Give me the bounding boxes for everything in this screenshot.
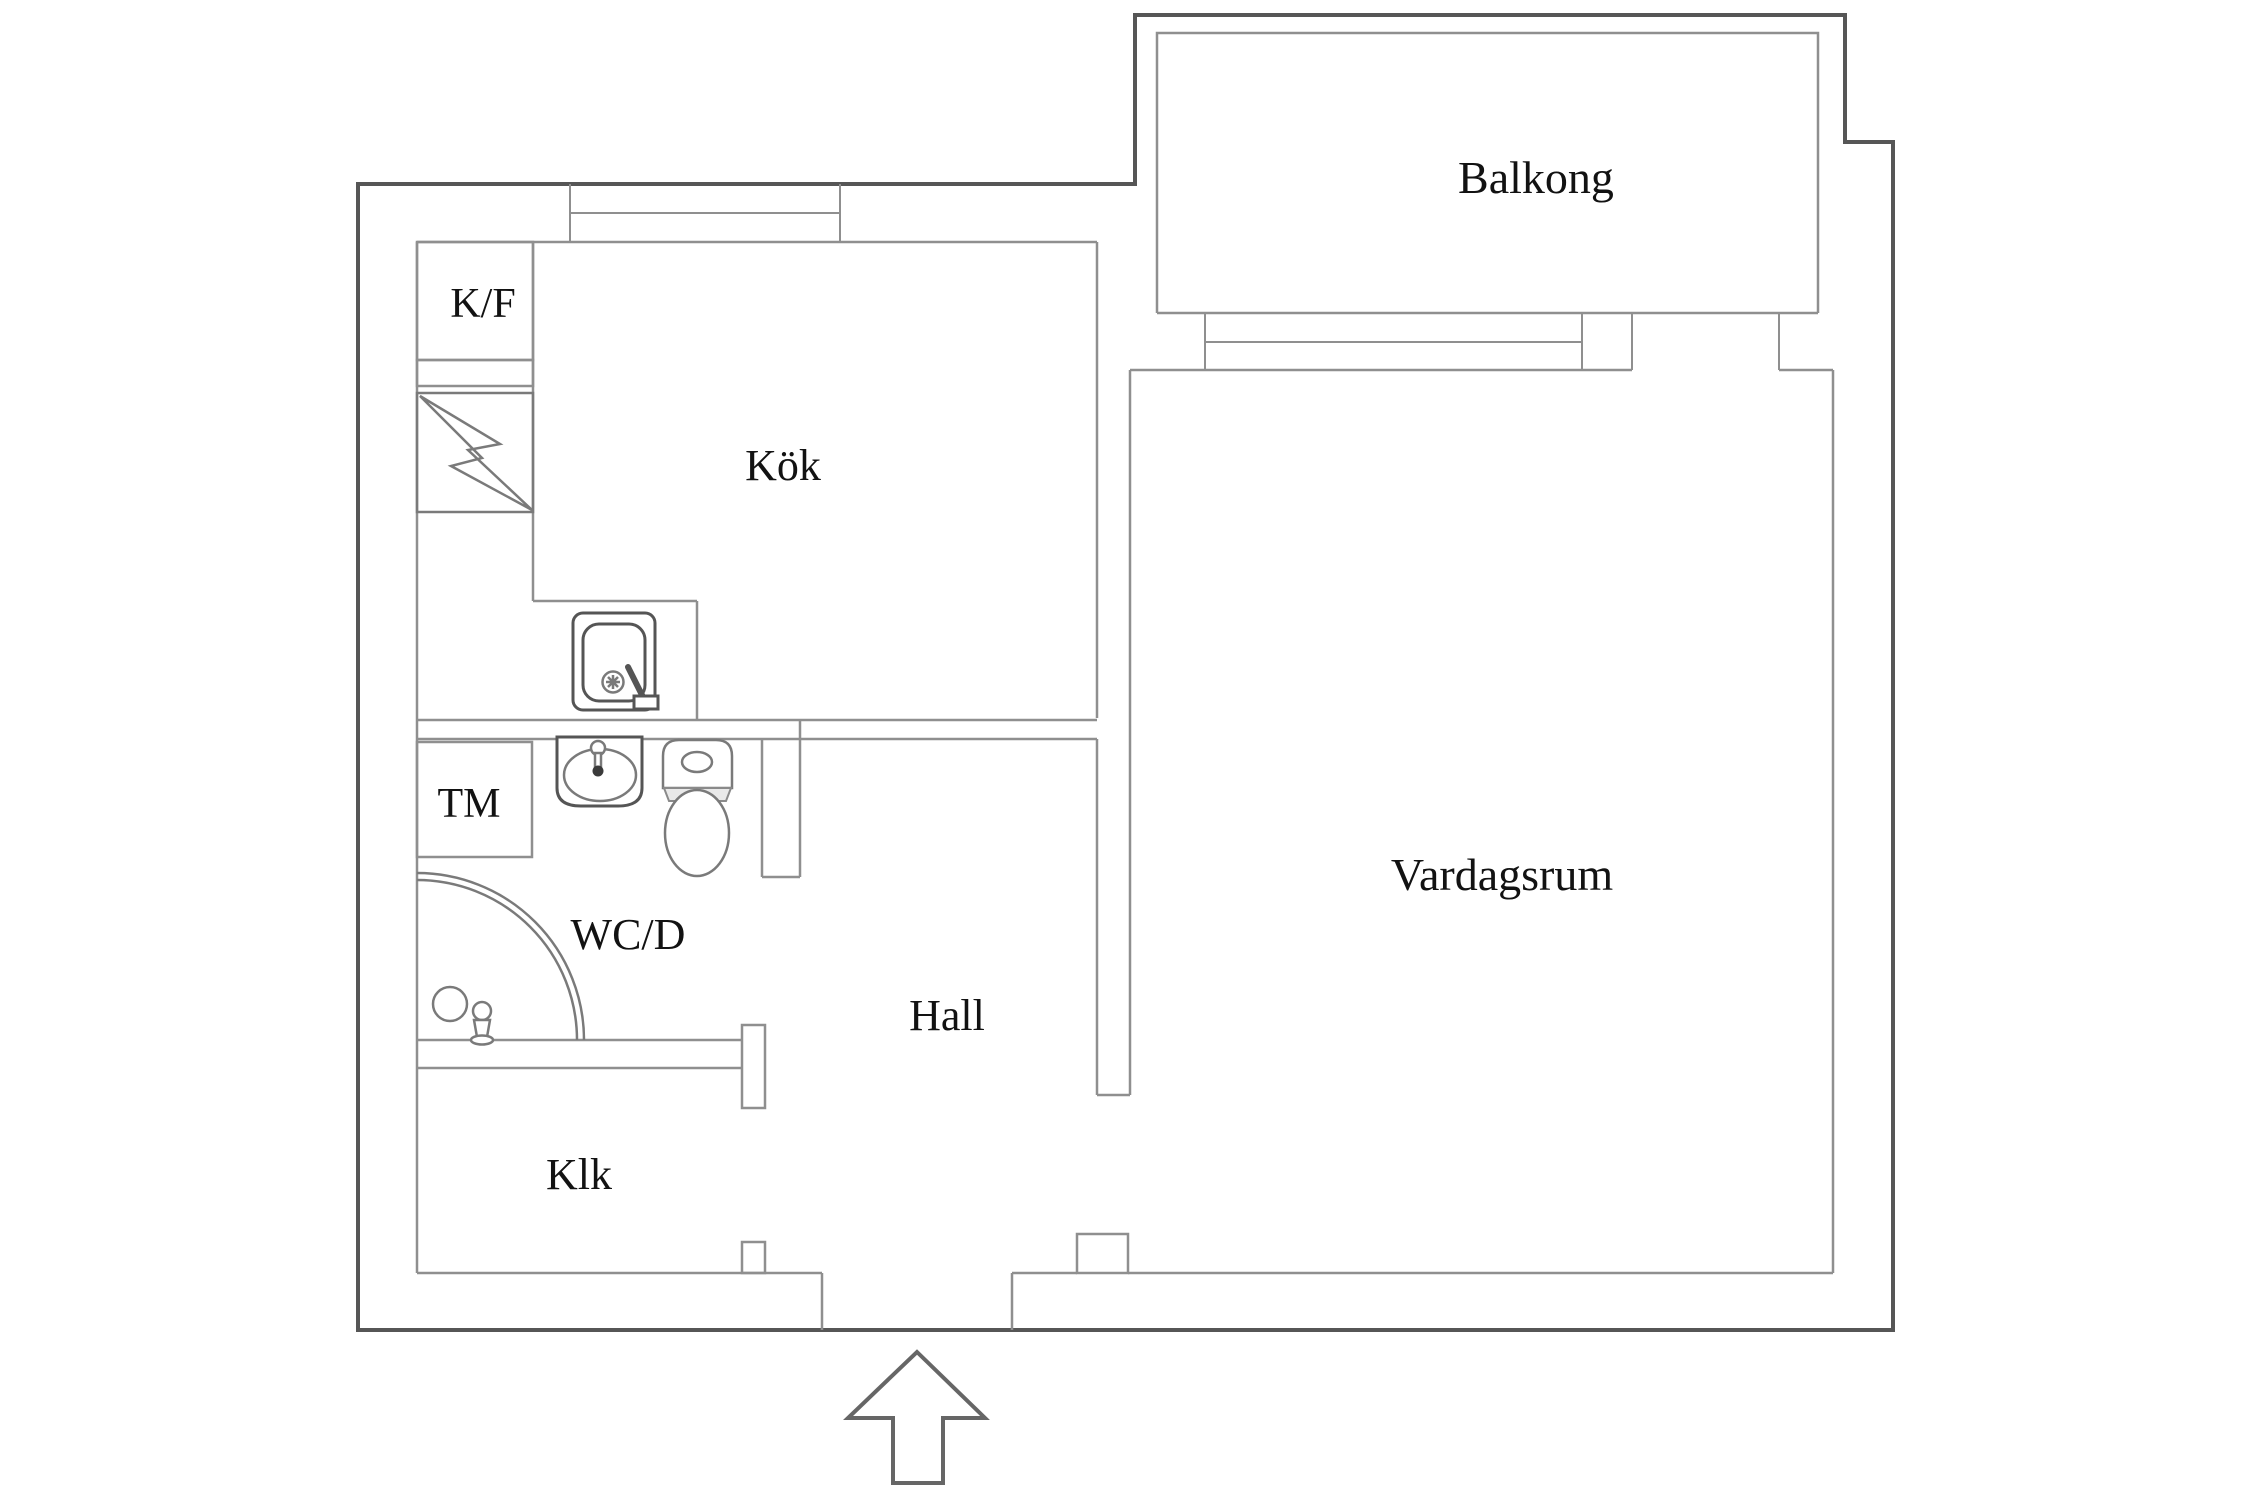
wall-stub-bottom <box>1075 1232 1130 1275</box>
wall-wcd-right <box>760 720 802 879</box>
kitchen-sink-icon <box>571 611 660 712</box>
balcony-railing-inner <box>1155 31 1820 313</box>
kitchen-fixtures <box>415 240 699 720</box>
outer-walls <box>356 13 1895 1332</box>
door-jamb-bottom <box>740 1240 767 1275</box>
window-symbol <box>569 184 1780 370</box>
outer-wall-outline <box>356 13 1895 1332</box>
room-label-wcd: WC/D <box>571 910 686 959</box>
entrance-arrow-icon <box>843 1349 990 1485</box>
shower-arc-icon <box>416 871 586 1041</box>
appliance-label-washing-machine: TM <box>438 781 501 827</box>
cabinet-small-box <box>415 358 535 388</box>
room-label-vardagsrum: Vardagsrum <box>1391 849 1613 900</box>
room-labels: Balkong Kök WC/D Hall Klk Vardagsrum K/F… <box>438 152 1614 1199</box>
appliance-label-fridge-freezer: K/F <box>450 281 515 327</box>
wall-kitchen-hall-band <box>418 718 1097 741</box>
entrance-opening-posts <box>820 1273 1014 1330</box>
room-label-hall: Hall <box>909 991 985 1040</box>
vardagsrum-window <box>1204 313 1780 370</box>
room-label-klk: Klk <box>546 1150 612 1199</box>
wall-wcd-bottom <box>417 1038 742 1070</box>
toilet-icon <box>661 738 734 878</box>
lightning-icon <box>419 394 533 512</box>
door-jamb-top <box>740 1023 767 1110</box>
floor-drain-icon <box>431 985 469 1023</box>
shower-mixer-icon <box>469 1000 495 1046</box>
washing-machine-box <box>415 740 534 859</box>
kitchen-window <box>569 184 841 242</box>
electrical-box <box>415 391 535 514</box>
room-label-balkong: Balkong <box>1458 152 1614 203</box>
bathroom-fixtures <box>415 735 734 1046</box>
washbasin-icon <box>555 735 644 808</box>
room-label-kok: Kök <box>745 441 821 490</box>
windows <box>569 184 1780 370</box>
inner-walls <box>415 31 1835 1330</box>
entrance <box>843 1349 990 1485</box>
